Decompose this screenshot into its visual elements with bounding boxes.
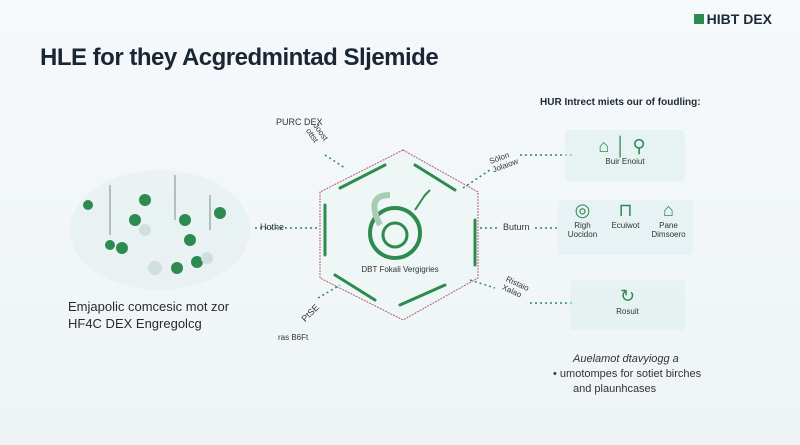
logo-text: HIBT DEX (706, 11, 772, 27)
hub-bottom-label: ras B6Ft (278, 333, 309, 342)
node-dots (83, 194, 226, 274)
item-label: Righ Uocidon (567, 221, 598, 239)
item-label: Pane Dimsoero (651, 221, 686, 239)
spoke-label: Hothe (260, 222, 285, 232)
note-line1: Auelamot dtavyiogg a (573, 353, 679, 365)
hub-top-label: PURC DEX (276, 117, 323, 127)
feature-item: ⌂Pane Dimsoero (648, 200, 688, 255)
hub-label: DBT Fokali Vergigries (361, 265, 439, 274)
hub-arcs (323, 163, 477, 307)
refresh-icon: ↻ (619, 286, 636, 306)
hub-hexagon (319, 149, 479, 321)
feature-item: ⊓Ecuiwot (611, 200, 639, 255)
spoke-label: Buturn (503, 222, 530, 232)
building-icons: ⌂│⚲ (598, 136, 652, 156)
brand-logo: HIBT DEX (693, 11, 772, 27)
note-line3: and plaunhcases (573, 383, 657, 395)
box3-caption: Rosuit (616, 307, 639, 316)
feature-item: ◎Righ Uocidon (562, 200, 602, 255)
feature-box-1: ⌂│⚲ Buir Enoiut (565, 130, 685, 182)
left-caption-line1: Emjapolic comcesic mot zor (68, 299, 230, 314)
box1-caption: Buir Enoiut (605, 157, 645, 166)
target-icon: ◎ (574, 200, 591, 220)
right-note: Auelamot dtavyiogg a • umotompes for sot… (553, 353, 702, 395)
item-label: Ecuiwot (611, 221, 640, 230)
right-heading: HUR Intrect miets our of foudling: (540, 97, 701, 108)
feature-box-2: ◎Righ Uocidon ⊓Ecuiwot ⌂Pane Dimsoero (558, 200, 693, 255)
node-cluster (70, 170, 250, 290)
chart-icon: ⊓ (618, 200, 633, 220)
note-line2: umotompes for sotiet birches (559, 368, 702, 380)
feature-box-3: ↻ Rosuit (570, 280, 685, 330)
left-caption-line2: HF4C DEX Engregolcg (68, 316, 202, 331)
page-title: HLE for they Acgredmintad Sljemide (40, 44, 439, 71)
home-icon: ⌂ (663, 200, 674, 220)
hub-logo-icon (368, 189, 431, 260)
logo-icon (693, 14, 704, 24)
